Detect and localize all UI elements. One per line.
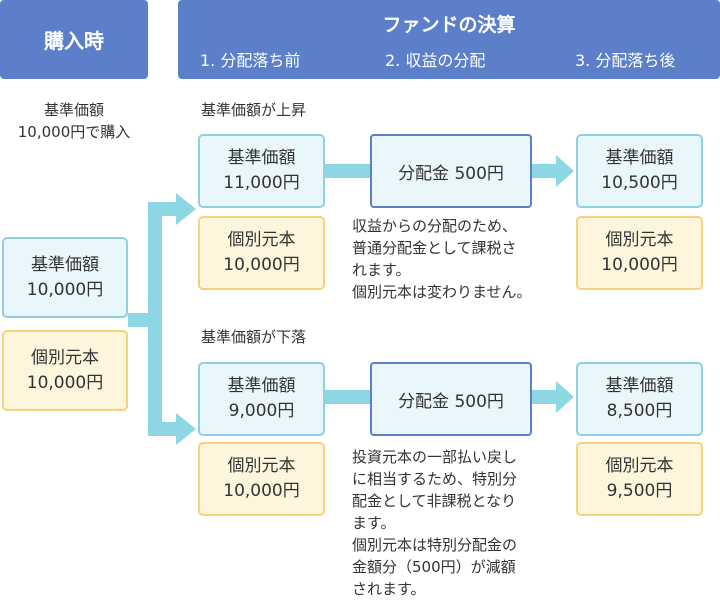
fall-note: 投資元本の一部払い戻し に相当するため、特別分 配金として非課税となり ます。 …: [352, 446, 517, 600]
purchase-header: 購入時: [0, 0, 148, 79]
rise-before-nav-value: 11,000円: [223, 173, 300, 193]
fall-heading: 基準価額が下落: [201, 328, 307, 346]
fall-note-line: 配金として非課税となり: [352, 492, 517, 510]
rise-distribution-box: 分配金 500円: [370, 134, 532, 208]
rise-before-principal-box: 個別元本 10,000円: [198, 216, 325, 290]
purchase-principal-label: 個別元本: [31, 347, 99, 368]
fund-settlement-header: ファンドの決算 1. 分配落ち前 2. 収益の分配 3. 分配落ち後: [178, 0, 720, 79]
rise-arrow-2-head: [556, 155, 574, 187]
rise-after-nav-box: 基準価額 10,500円: [576, 134, 703, 208]
fall-note-line: 個別元本は特別分配金の: [352, 536, 518, 554]
purchase-principal-box: 個別元本 10,000円: [2, 330, 128, 411]
rise-after-principal-label: 個別元本: [605, 230, 674, 250]
fall-after-nav-box: 基準価額 8,500円: [576, 362, 703, 436]
rise-after-nav-value: 10,500円: [601, 173, 678, 193]
fall-note-line: 投資元本の一部払い戻し: [352, 448, 518, 466]
rise-before-principal-value: 10,000円: [223, 255, 300, 275]
fall-note-line: ます。: [352, 514, 396, 532]
rise-note-line: 収益からの分配のため、: [352, 217, 518, 235]
arrow-to-fall: [176, 413, 196, 445]
branch-lower: [148, 422, 176, 436]
rise-after-nav-label: 基準価額: [605, 148, 674, 168]
fall-before-nav-box: 基準価額 9,000円: [198, 362, 325, 436]
rise-arrow-1: [325, 164, 370, 178]
purchase-caption: 基準価額 10,000円で購入: [0, 99, 148, 143]
fund-settlement-title: ファンドの決算: [382, 14, 516, 36]
purchase-principal-value: 10,000円: [26, 372, 104, 393]
fall-note-line: に相当するため、特別分: [352, 470, 518, 488]
rise-after-principal-value: 10,000円: [601, 255, 678, 275]
rise-before-nav-box: 基準価額 11,000円: [198, 134, 325, 208]
fall-distribution-box: 分配金 500円: [370, 362, 532, 436]
rise-before-nav-label: 基準価額: [227, 148, 296, 168]
fall-arrow-2: [532, 390, 556, 404]
purchase-nav-box: 基準価額 10,000円: [2, 237, 128, 318]
fall-after-principal-box: 個別元本 9,500円: [576, 442, 703, 516]
rise-note-line: 普通分配金として課税さ: [352, 239, 517, 257]
rise-note: 収益からの分配のため、 普通分配金として課税さ れます。 個別元本は変わりません…: [352, 215, 532, 303]
branch-upper: [148, 202, 176, 216]
branch-vertical: [148, 202, 162, 436]
fall-before-principal-value: 10,000円: [223, 481, 300, 501]
fall-note-line: されます。: [352, 580, 426, 598]
rise-before-principal-label: 個別元本: [227, 230, 296, 250]
rise-arrow-2: [532, 164, 556, 178]
purchase-caption-line1: 基準価額: [43, 101, 104, 119]
fall-note-line: 金額分（500円）が減額: [352, 558, 516, 576]
fall-after-principal-value: 9,500円: [606, 481, 673, 501]
purchase-nav-label: 基準価額: [31, 254, 99, 275]
fall-after-nav-label: 基準価額: [605, 376, 674, 396]
rise-heading: 基準価額が上昇: [201, 101, 307, 119]
purchase-caption-line2: 10,000円で購入: [17, 123, 131, 141]
fall-before-nav-value: 9,000円: [228, 401, 295, 421]
purchase-connector: [128, 313, 148, 327]
purchase-nav-value: 10,000円: [26, 279, 104, 300]
step-distribution: 2. 収益の分配: [385, 51, 486, 70]
fall-before-principal-label: 個別元本: [227, 456, 296, 476]
arrow-to-rise: [176, 193, 196, 225]
fall-after-nav-value: 8,500円: [606, 401, 673, 421]
fall-arrow-2-head: [556, 381, 574, 413]
step-after-distribution: 3. 分配落ち後: [575, 51, 676, 70]
rise-note-line: 個別元本は変わりません。: [352, 283, 532, 301]
step-before-distribution: 1. 分配落ち前: [200, 51, 301, 70]
rise-note-line: れます。: [352, 261, 411, 279]
fall-before-principal-box: 個別元本 10,000円: [198, 442, 325, 516]
fall-after-principal-label: 個別元本: [605, 456, 674, 476]
fall-arrow-1: [325, 390, 370, 404]
rise-after-principal-box: 個別元本 10,000円: [576, 216, 703, 290]
fall-before-nav-label: 基準価額: [227, 376, 296, 396]
